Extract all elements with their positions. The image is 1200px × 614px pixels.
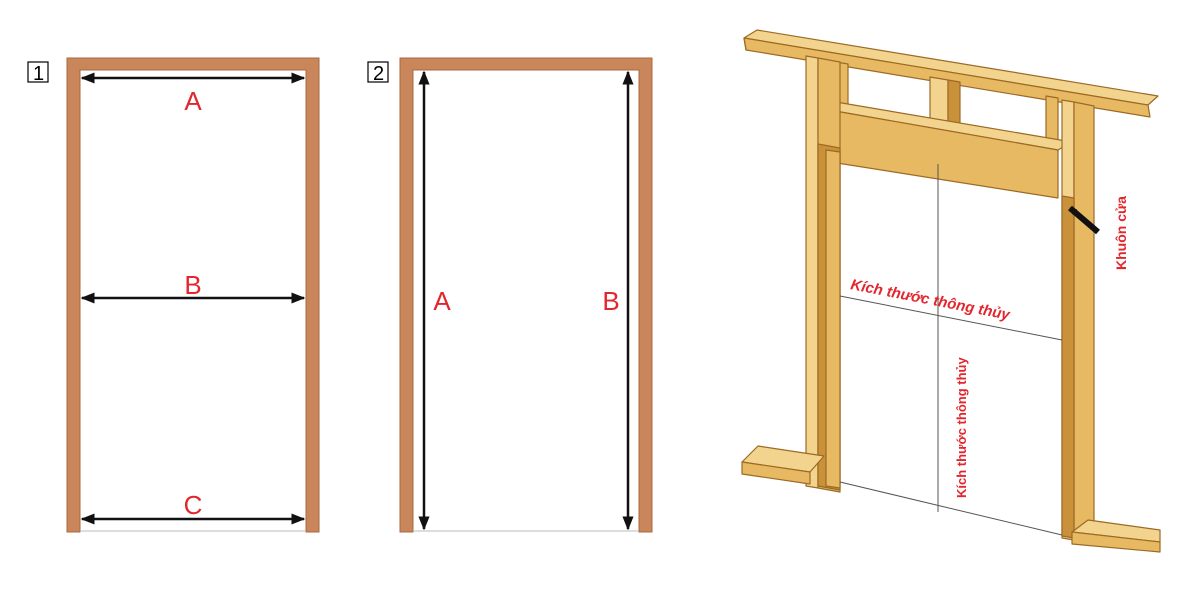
- label-a-panel1: A: [184, 86, 202, 116]
- clear-width-line: [839, 295, 1063, 341]
- left-king-stud: [805, 55, 819, 489]
- badge-box-1: [27, 61, 49, 83]
- panel-2-height-measurement: 2 A B: [367, 57, 653, 533]
- badge-number-1: 1: [33, 63, 44, 85]
- right-trimmer-stud: [1061, 195, 1075, 539]
- label-b-panel1: B: [184, 270, 201, 300]
- panel-3-door-frame-3d: [741, 29, 1161, 553]
- label-c-panel1: C: [184, 490, 203, 520]
- door-opening: [840, 182, 1072, 535]
- clear-height-label: Kích thước thông thủy: [954, 357, 969, 498]
- floor-line: [839, 481, 1063, 536]
- black-arrow-icon: [1068, 205, 1100, 235]
- badge-number-2: 2: [373, 63, 384, 85]
- label-b-panel2: B: [602, 286, 619, 316]
- badge-box-2: [367, 61, 389, 83]
- door-frame-2: [399, 57, 653, 533]
- label-a-panel2: A: [433, 286, 451, 316]
- panel-1-width-measurement: 1 A B C: [27, 57, 320, 533]
- door-frame-1: [66, 57, 320, 533]
- frame-label: Khuôn cửa: [1113, 196, 1129, 270]
